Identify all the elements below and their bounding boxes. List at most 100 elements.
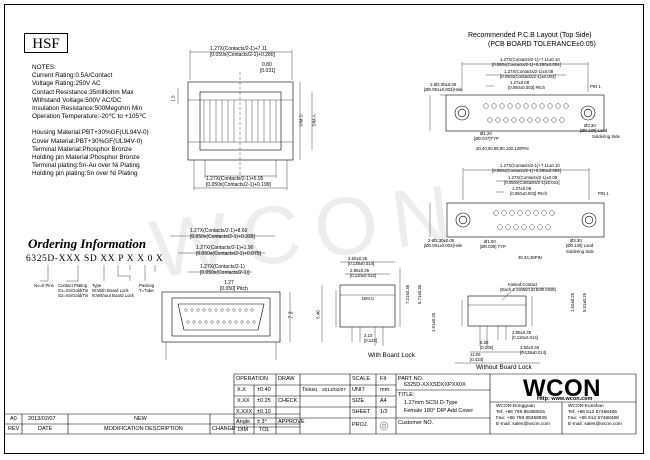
tb-scale-header: SCALE (352, 376, 371, 382)
tb-unit-header: UNIT (352, 387, 365, 393)
note-line: Contact Resistance:35mllliohm Max (32, 88, 134, 96)
front-dim3: 1.27X(Contacts/2-1) (200, 264, 245, 270)
pcb-top-note: 20,40,50,68,80,100,120PIN (476, 146, 529, 151)
side-lock-dim: 5.40 (315, 310, 321, 319)
note-line: Voltage Rating:250V AC (32, 80, 101, 88)
note-line: Operation Temperature:-20℃ to +105℃ (32, 113, 147, 121)
front-dim3b: [0.050x(Contacts/2-1)] (200, 270, 250, 276)
top-dim3b: [0.050x(Contacts/2-1)+0.199] (206, 182, 271, 188)
tb-approve-header: APPROVE (278, 419, 305, 425)
front-dim2b: [0.050x(Contacts/2-1)+0.075] (196, 251, 261, 257)
side-view-with-lock (321, 261, 401, 346)
side-nolock-dim: 2.80±0.35 (512, 330, 532, 335)
rev-header: REV (8, 426, 20, 432)
tb-unit-value: mm (380, 387, 390, 393)
pcb-bottom-dim: 1.27X(Contacts/2-1)±0.08 (508, 175, 558, 180)
tb-tol-value: ±0.10 (257, 409, 271, 415)
tb-dim-header: DIM (238, 427, 249, 433)
tb-draw-date: 2013/02/07 (322, 388, 347, 393)
side-lock-dim-c: DIM.C (362, 296, 375, 301)
pcb-layout-bottom (429, 168, 605, 238)
tb-tol-label: X.XXX (236, 409, 253, 415)
tb-tol-header: TOL (259, 427, 270, 433)
side-nolock-dim: [0.205] (480, 345, 494, 350)
pcb-bottom-dim: 1.27X(Contacts/2-1)+7.11±0.10 (500, 163, 560, 168)
note-line: Terminal plating:Sn-Au over Ni Plating (32, 162, 140, 170)
notes-block: NOTES: Current Rating:0.5A/Contact Volta… (32, 64, 149, 179)
pcb-bottom-pad: Ø3.30 (570, 238, 582, 243)
pcb-bottom-drill-b: [Ø0.039] TYP (480, 244, 506, 249)
pcb-top-dim: [0.050±0.003] Pitch (508, 85, 545, 90)
drawing-frame (4, 4, 644, 454)
order-label-pins: No.of Pins (34, 283, 54, 288)
ordering-code: 6325D-XXX SD XX P X X 0 X (26, 254, 164, 264)
note-line: Cover Material:PBT+30%GF(UL94V-0) (32, 137, 143, 145)
side-lock-dim: [0.138±0.014] (348, 261, 375, 266)
notes-title: NOTES: (32, 64, 56, 71)
pcb-bottom-dim: [0.050x(Contacts/2-1)+0.280±0.004] (492, 168, 561, 173)
change-header: CHANGE (212, 426, 236, 432)
side-nolock-dim: 5.91±0.25 (582, 292, 588, 313)
side-lock-dim: [0.122] (364, 338, 378, 343)
note-line: Holding pin plating:Sn over Ni Plating (32, 170, 138, 178)
note-line: Terminal Material:Phosphor Bronze (32, 145, 132, 153)
order-label-plating: Contact Plating S1=Sn/Gold/Tin S2=Sn/Gol… (58, 283, 89, 298)
title-block-grid (4, 373, 637, 435)
tb-part-value: 6325D-XXXSDXXPXX0X (404, 382, 466, 388)
pcb-top-dim: 1.27±0.08 (510, 80, 530, 85)
side-lock-dim: [0.110±0.014] (350, 273, 376, 278)
front-side-dim: 7.3 (288, 311, 295, 319)
tb-check-header: CHECK (278, 398, 298, 404)
pcb-bottom-pad-c: Soldering Side (566, 249, 594, 254)
pcb-top-drill-b: [Ø0.047]TYP (474, 136, 499, 141)
tb-size-value: A4 (380, 398, 387, 404)
pcb-top-pad-b: [Ø0.130] Land (580, 128, 608, 133)
pcb-bottom-hole-b: [Ø0.091±0.002]Hole (424, 243, 463, 248)
front-dim1: 1.27X(Contacts/2-1)+8.60 (190, 228, 248, 234)
pcb-top-drill: Ø1.20 (480, 131, 492, 136)
tb-title-line1: 1.27mm SCSI D-Type (404, 400, 458, 406)
pcb-bottom-hole: 2-Ø2.30±0.05 (428, 238, 455, 243)
pcb-bottom-drill: Ø1.00 (484, 239, 496, 244)
rev-row-desc: NEW (134, 416, 147, 422)
side-nolock-dim: [0.138±0.014] (520, 350, 547, 355)
pcb-top-hole: 2-Ø2.30±0.05 (430, 82, 457, 87)
tb-sheet-header: SHEET (352, 409, 371, 415)
date-header: DATE (38, 426, 53, 432)
side-nolock-caption: Without Board Lock (476, 364, 532, 371)
note-line: Insulation Resistance:500Megohm Min (32, 105, 143, 113)
pcb-top-dim: 1.27X(Contacts/2-1)+7.11±0.10 (500, 57, 560, 62)
ordering-title: Ordering Information (28, 236, 147, 251)
top-dim2: 0.80 (262, 62, 272, 68)
pcb-top-pad-c: Soldering Side (592, 134, 620, 139)
pcb-top-dim: [0.050x(Contacts/2-1)+0.280±0.004] (492, 62, 561, 67)
order-label-type: Type W:With Board Lock N:Without Board L… (92, 283, 134, 298)
tb-title-line2: Female 180° DIP Add Cover (404, 408, 474, 414)
pcb-top-dim: 1.27X(Contacts/2-1)±0.08 (504, 69, 554, 74)
front-dim1b: [0.050x(Contacts/2-1)+0.339] (190, 234, 255, 240)
side-nolock-dim: 1.52±0.25 (570, 292, 576, 313)
hsf-logo: HSF (24, 33, 68, 53)
top-dim-a: DIM.A (311, 114, 317, 127)
company-http: Http: www.wcon.com (537, 396, 593, 402)
side-lock-dim: 1.91±0.25 (431, 312, 437, 333)
rev-row-rev: A0 (10, 416, 17, 422)
ordering-leaders (40, 265, 156, 282)
top-dim-d: DIM.D (298, 114, 304, 127)
pcb-top-dim: [0.050x(Contacts/2-1)±0.003] (500, 74, 556, 79)
pcb-bottom-note: 30,34,36PIN (518, 255, 542, 260)
side-lock-dim: 7.21±0.35 (405, 284, 411, 305)
pcb-bottom-dim: [0.050x(Contacts/2-1)±0.003] (504, 180, 560, 185)
pcb-title: Recommended P.C.B Layout (Top Side) (468, 32, 592, 39)
tb-tol-value: ±0.25 (257, 398, 271, 404)
side-nolock-dim: 3.50±0.35 (520, 345, 540, 350)
kinked-label: Kinked Contact (508, 282, 538, 287)
tb-proj-header: PROJ. (352, 422, 369, 428)
tb-tol-label: X.X (237, 387, 246, 393)
desc-header: MODIFICATION DESCRIPTION (104, 426, 183, 432)
side-lock-caption: With Board Lock (368, 352, 415, 359)
pcb-top-pin1: PIN 1 (590, 84, 601, 89)
top-dim3: 1.27X(Contacts/2-1)+5.05 (206, 176, 264, 182)
